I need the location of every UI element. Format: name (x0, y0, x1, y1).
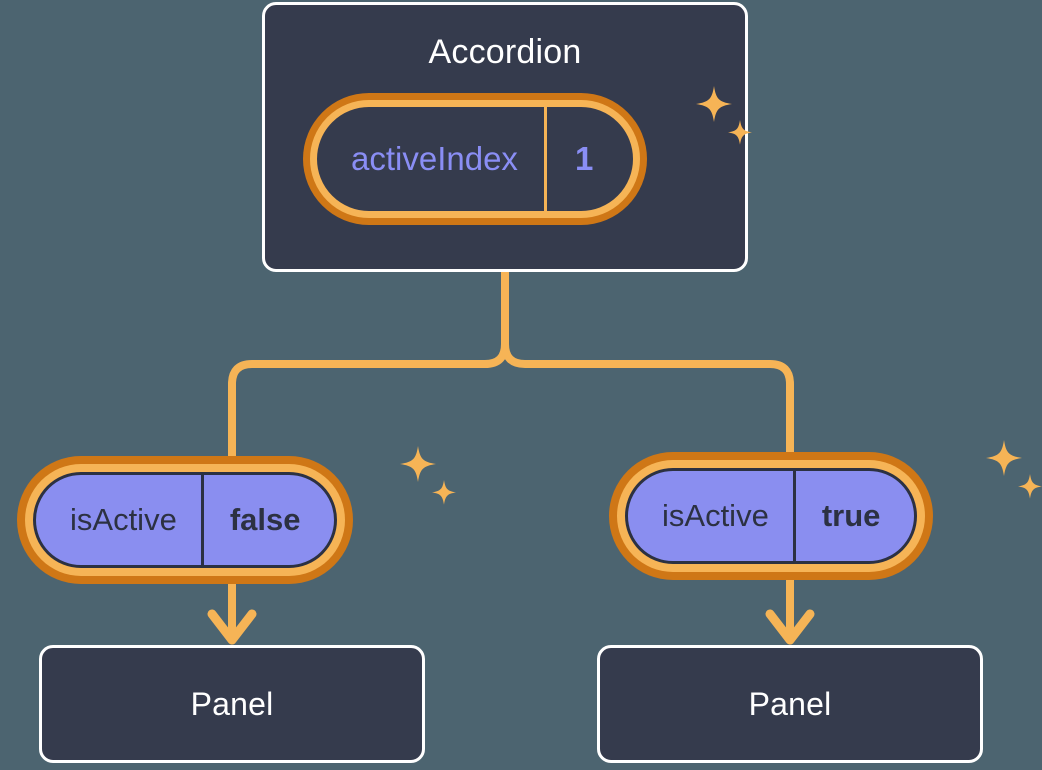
sparkle-small-icon (1018, 474, 1042, 499)
state-pill-active-index[interactable]: activeIndex 1 (310, 100, 641, 218)
state-value: false (200, 475, 335, 565)
state-pill-is-active-false[interactable]: isActive false (33, 472, 338, 568)
state-pill-is-active-true[interactable]: isActive true (625, 468, 918, 564)
component-node-panel-left[interactable]: Panel (39, 645, 425, 763)
panel-title: Panel (748, 685, 832, 722)
accordion-title: Accordion (428, 33, 582, 71)
component-node-panel-right[interactable]: Panel (597, 645, 983, 763)
state-value: true (792, 471, 915, 561)
sparkle-large-icon (986, 440, 1022, 476)
arrow-down-icon-right (765, 609, 815, 645)
connector-branch-right (501, 343, 794, 474)
state-value: 1 (543, 107, 633, 211)
state-key: isActive (70, 502, 177, 537)
state-pill-body: isActive true (625, 468, 918, 564)
state-pill-body: isActive false (33, 472, 338, 568)
state-key: isActive (662, 498, 769, 533)
sparkle-group-left (400, 446, 456, 505)
sparkle-small-icon (432, 480, 456, 505)
state-pill-body: activeIndex 1 (310, 100, 641, 218)
state-key: activeIndex (351, 140, 518, 177)
arrow-down-icon-left (207, 609, 257, 645)
sparkle-large-icon (400, 446, 436, 482)
connector-branch-left (228, 343, 509, 476)
panel-title: Panel (190, 685, 274, 722)
sparkle-group-right (986, 440, 1042, 499)
